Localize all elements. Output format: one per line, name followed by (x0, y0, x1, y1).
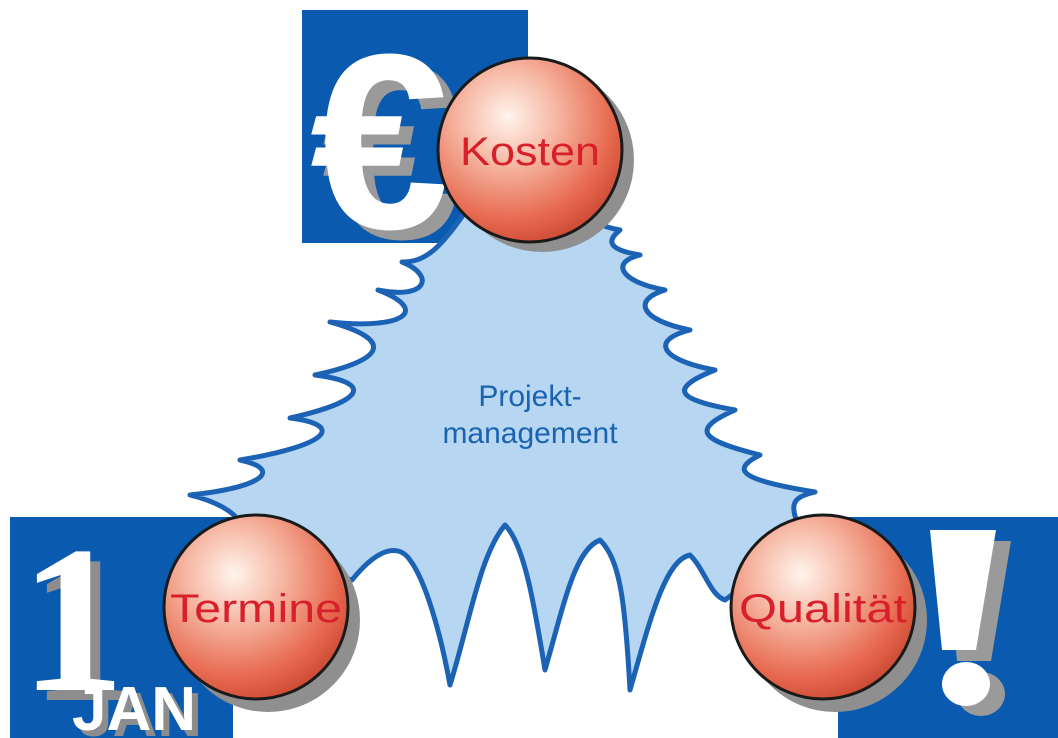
center-label-line1: Projekt- (478, 380, 582, 413)
project-management-label: Projekt- management (380, 378, 680, 452)
center-label-line2: management (442, 417, 618, 450)
exclamation-icon (930, 530, 1011, 716)
sphere-kosten: Kosten (436, 56, 634, 252)
calendar-month-shadow: JAN (78, 681, 202, 738)
calendar-number-shadow: 1 (30, 514, 135, 738)
sphere-termine: Termine (162, 513, 360, 712)
calendar-month: JAN (72, 675, 196, 738)
calendar-number: 1 (20, 504, 125, 736)
sphere-kosten-label: Kosten (460, 130, 600, 174)
sphere-qualitaet-label: Qualität (739, 587, 907, 631)
euro-symbol: € (310, 2, 449, 281)
sphere-termine-label: Termine (170, 587, 342, 631)
sphere-qualitaet: Qualität (729, 513, 927, 712)
project-star-shape (187, 202, 818, 693)
